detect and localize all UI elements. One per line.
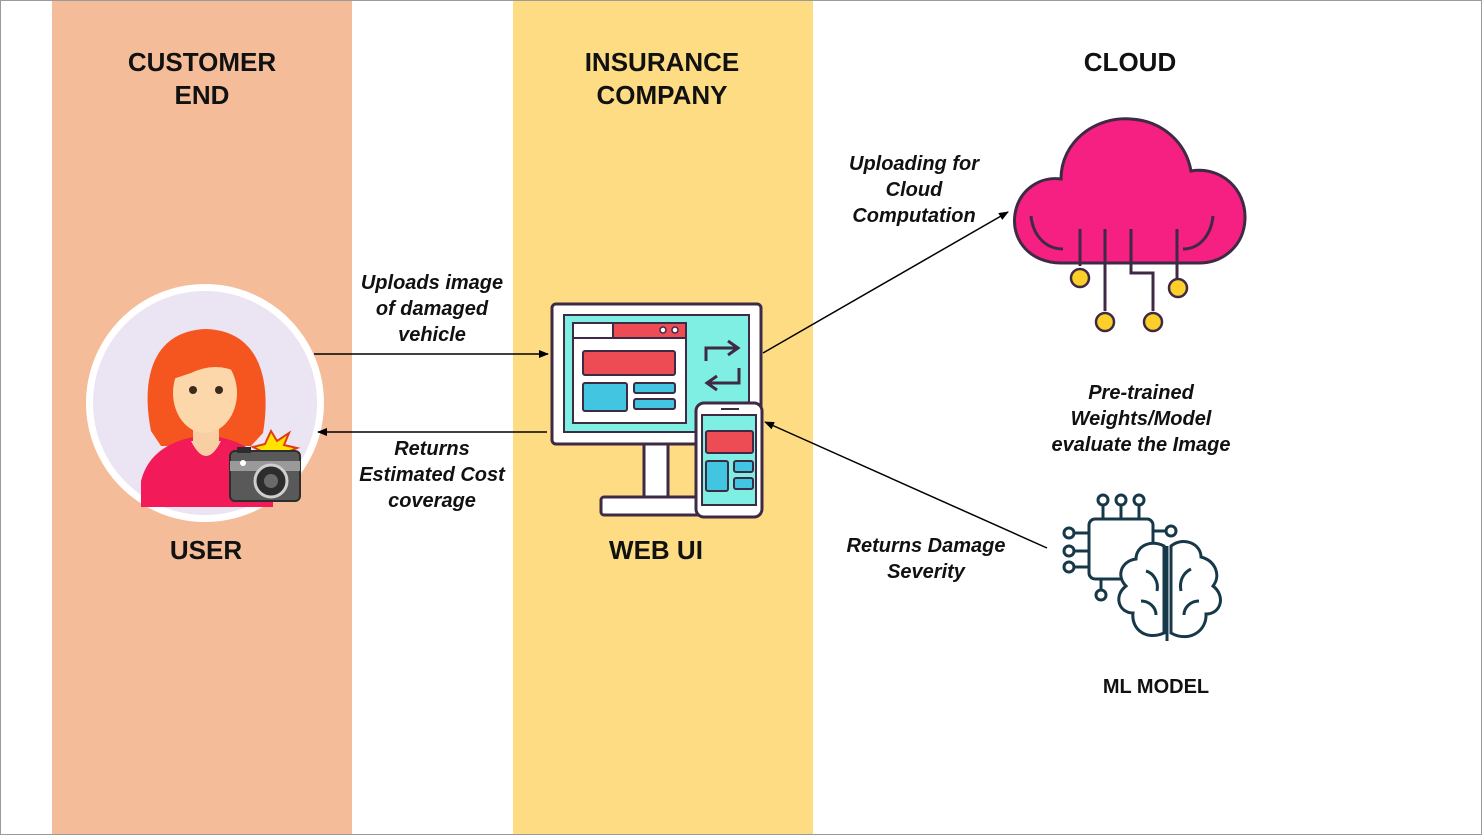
cloud-network-icon <box>1013 117 1247 333</box>
camera-icon <box>229 428 301 502</box>
returns-cost-label: Returns Estimated Cost coverage <box>359 438 505 512</box>
insurance-lane-title: INSURANCE COMPANY <box>584 47 740 110</box>
returns-severity-label: Returns Damage Severity <box>846 535 1006 583</box>
model-note-label: Pre-trained Weights/Model evaluate the I… <box>1051 382 1231 456</box>
upload-image-label: Uploads image of damaged vehicle <box>360 272 504 346</box>
cloud-lane-title: CLOUD <box>1083 47 1177 77</box>
user-label: USER <box>169 535 243 565</box>
ml-model-label: ML MODEL <box>1102 676 1210 698</box>
brain-chip-icon <box>1062 493 1222 641</box>
arrow-webui-to-cloud <box>762 211 1009 354</box>
arrow-model-to-webui <box>764 421 1048 549</box>
customer-lane-title: CUSTOMER END <box>127 47 277 110</box>
upload-cloud-label: Uploading for Cloud Computation <box>849 153 979 227</box>
web-ui-label: WEB UI <box>609 535 703 565</box>
monitor-phone-sync-icon <box>550 302 764 519</box>
